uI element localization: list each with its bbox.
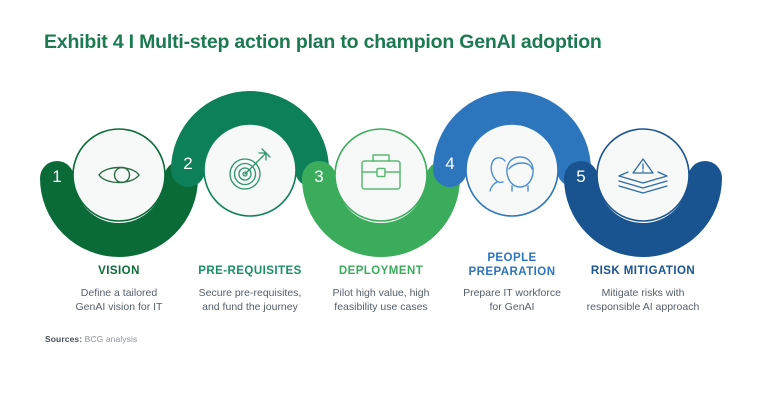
- people-icon: [489, 156, 534, 192]
- step-circle-1: [72, 128, 166, 222]
- step-desc-1-line-1: Define a tailored: [80, 286, 158, 299]
- svg-text:4: 4: [445, 154, 454, 173]
- step-title-1: VISION: [98, 265, 140, 277]
- step-label-5: RISK MITIGATION Mitigate risks with resp…: [568, 265, 718, 314]
- step-title-4-line-2: PREPARATION: [468, 265, 556, 278]
- step-number-4: 4: [445, 154, 454, 173]
- layers-warning-icon: [618, 158, 668, 194]
- step-desc-5: Mitigate risks with responsible AI appro…: [568, 286, 718, 314]
- step-desc-3: Pilot high value, high feasibility use c…: [306, 286, 456, 314]
- step-number-2: 2: [183, 154, 192, 173]
- step-desc-4: Prepare IT workforce for GenAI: [437, 286, 587, 314]
- step-desc-3-line-1: Pilot high value, high: [332, 286, 430, 299]
- step-arc-3: [302, 161, 460, 257]
- step-label-1: VISION Define a tailored GenAI vision fo…: [44, 265, 194, 314]
- step-title-2: PRE-REQUISITES: [198, 265, 302, 277]
- step-label-4: PEOPLE PREPARATION Prepare IT workforce …: [437, 252, 587, 314]
- process-flow-diagram: 1 2 3 4 5: [0, 85, 768, 260]
- step-desc-5-line-2: responsible AI approach: [586, 300, 700, 313]
- step-circle-2: [203, 123, 297, 217]
- step-title-3: DEPLOYMENT: [338, 265, 424, 277]
- step-title-4: PEOPLE PREPARATION: [437, 252, 587, 279]
- step-title-4-line-1: PEOPLE: [487, 252, 537, 264]
- step-circle-5: [596, 128, 690, 222]
- svg-text:5: 5: [576, 167, 585, 186]
- step-number-3: 3: [314, 167, 323, 186]
- step-arc-2: [171, 91, 329, 187]
- eye-icon: [98, 166, 140, 184]
- page-title: Exhibit 4 I Multi-step action plan to ch…: [44, 31, 602, 53]
- sources-note: Sources: BCG analysis: [45, 334, 137, 344]
- step-desc-2: Secure pre-requisites, and fund the jour…: [175, 286, 325, 314]
- step-arc-4: [433, 91, 591, 187]
- step-desc-4-line-2: for GenAI: [489, 301, 535, 313]
- step-labels: VISION Define a tailored GenAI vision fo…: [0, 252, 768, 335]
- svg-text:1: 1: [52, 167, 61, 186]
- step-arc-1: [40, 161, 198, 257]
- step-circle-3: [334, 128, 428, 222]
- step-desc-4-line-1: Prepare IT workforce: [463, 287, 561, 299]
- svg-text:2: 2: [183, 154, 192, 173]
- step-desc-3-line-2: feasibility use cases: [334, 300, 428, 313]
- svg-text:3: 3: [314, 167, 323, 186]
- step-desc-1: Define a tailored GenAI vision for IT: [44, 286, 194, 314]
- step-arc-5: [564, 161, 722, 257]
- target-arrow-icon: [229, 148, 271, 190]
- step-label-2: PRE-REQUISITES Secure pre-requisites, an…: [175, 265, 325, 314]
- step-desc-2-line-2: and fund the journey: [202, 300, 298, 313]
- sources-label: Sources:: [45, 334, 83, 344]
- step-title-5: RISK MITIGATION: [590, 265, 696, 277]
- step-desc-5-line-1: Mitigate risks with: [601, 286, 685, 299]
- sources-value: BCG analysis: [84, 334, 138, 344]
- step-number-1: 1: [52, 167, 61, 186]
- step-desc-2-line-1: Secure pre-requisites,: [198, 286, 302, 299]
- briefcase-icon: [361, 154, 401, 190]
- step-desc-1-line-2: GenAI vision for IT: [75, 300, 163, 313]
- step-number-5: 5: [576, 167, 585, 186]
- step-circle-4: [465, 123, 559, 217]
- step-label-3: DEPLOYMENT Pilot high value, high feasib…: [306, 265, 456, 314]
